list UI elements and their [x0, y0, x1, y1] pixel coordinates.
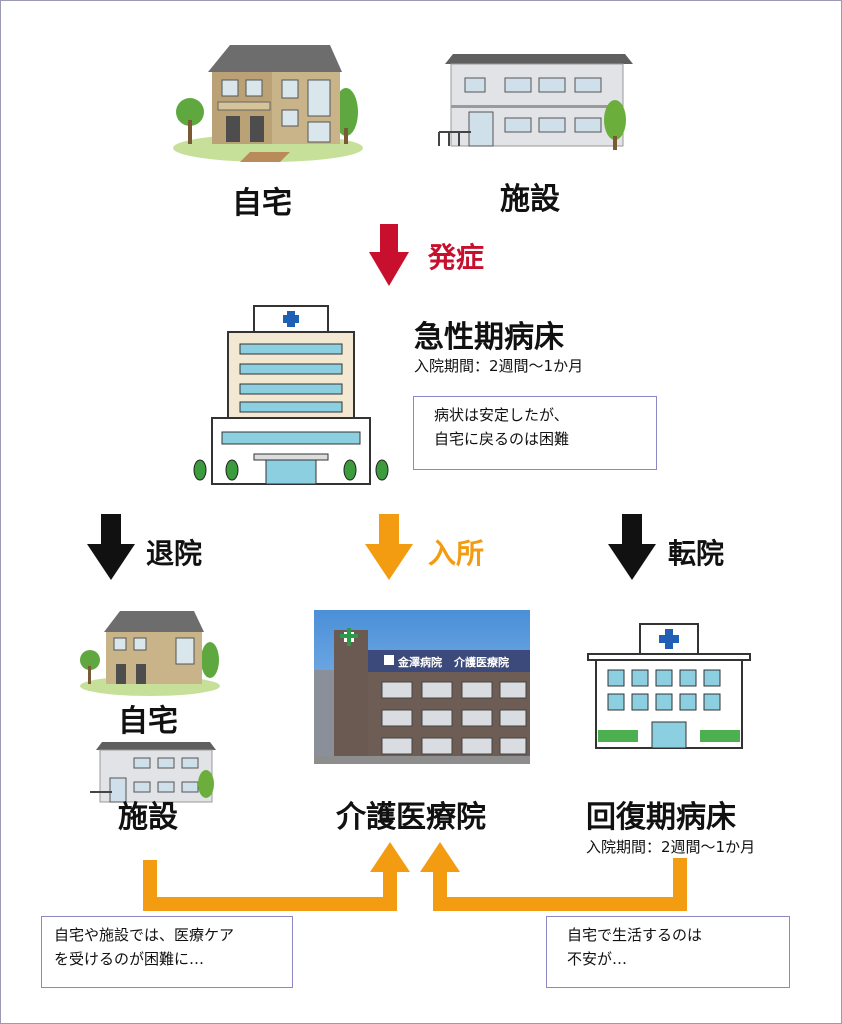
admission-label: 入所 [428, 537, 485, 570]
sign-right-text: 介護医療院 [453, 655, 509, 669]
top-facility-label: 施設 [500, 182, 560, 217]
facility-illustration [438, 54, 633, 150]
discharge-arrow [87, 514, 135, 580]
acute-title: 急性期病床 [414, 320, 564, 355]
left-home-label: 自宅 [118, 704, 178, 739]
recovery-hospital-illustration [587, 623, 751, 749]
bottom-right-note-box: 自宅で生活するのは 不安が… [546, 916, 790, 988]
left-facility-illustration [90, 742, 216, 803]
top-home-label: 自宅 [232, 186, 292, 221]
admission-arrow [365, 514, 413, 580]
left-house-illustration [80, 611, 220, 696]
acute-note-line-2: 自宅に戻るのは困難 [434, 430, 570, 448]
onset-label: 発症 [428, 241, 485, 274]
transfer-arrow [608, 514, 656, 580]
bottom-left-note-box: 自宅や施設では、医療ケア を受けるのが困難に… [41, 916, 293, 988]
sign-left-text: 金澤病院 [397, 655, 442, 669]
care-hospital-label: 介護医療院 [336, 800, 486, 835]
acute-note-box: 病状は安定したが、 自宅に戻るのは困難 [413, 396, 657, 470]
onset-arrow [369, 224, 409, 286]
recovery-title: 回復期病床 [586, 800, 736, 835]
house-illustration [173, 45, 363, 162]
bottom-right-note-line-1: 自宅で生活するのは [567, 926, 703, 944]
left-facility-label: 施設 [118, 800, 178, 835]
acute-hospital-illustration [193, 305, 389, 485]
return-connector-arrows [143, 842, 687, 911]
bottom-left-note-line-1: 自宅や施設では、医療ケア [54, 926, 235, 944]
acute-period: 入院期間：2週間〜1か月 [414, 357, 584, 375]
bottom-right-note-line-2: 不安が… [567, 950, 628, 968]
acute-note-line-1: 病状は安定したが、 [434, 406, 569, 424]
bottom-left-note-line-2: を受けるのが困難に… [54, 950, 205, 968]
recovery-period: 入院期間：2週間〜1か月 [586, 838, 756, 856]
transfer-label: 転院 [668, 537, 725, 570]
care-hospital-photo: 金澤病院 介護医療院 [314, 610, 530, 764]
discharge-label: 退院 [146, 537, 203, 570]
